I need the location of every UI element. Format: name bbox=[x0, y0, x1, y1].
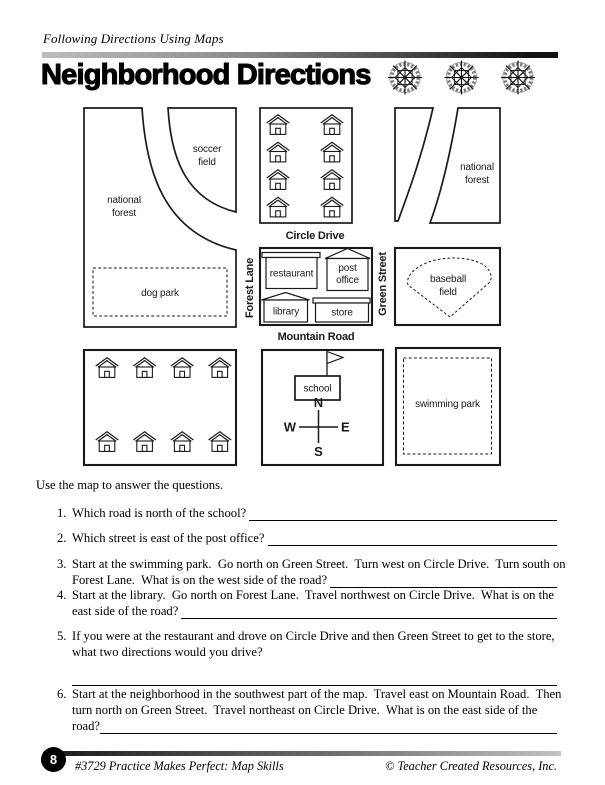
store-label: store bbox=[331, 308, 353, 319]
circle-drive-label: Circle Drive bbox=[286, 230, 345, 242]
map-block-soccer-field bbox=[167, 107, 237, 214]
svg-text:field: field bbox=[198, 157, 216, 168]
compass-rose-icon bbox=[499, 58, 537, 97]
post-office-label: post bbox=[338, 263, 357, 274]
question-number: 4. bbox=[57, 588, 67, 602]
question-5: 5. If you were at the restaurant and drov… bbox=[40, 628, 557, 687]
answer-blank-q3[interactable] bbox=[330, 573, 557, 589]
answer-blank-q4[interactable] bbox=[181, 604, 557, 620]
map-block-national-forest-east bbox=[428, 107, 501, 224]
question-number: 6. bbox=[57, 687, 67, 701]
soccer-field-label: soccer bbox=[193, 144, 222, 155]
question-3-line-1: 3. Start at the swimming park. Go north o… bbox=[40, 556, 566, 572]
svg-text:office: office bbox=[336, 275, 359, 286]
question-text: Start at the swimming park. Go north on … bbox=[72, 557, 566, 571]
green-street-label: Green Street bbox=[377, 252, 389, 316]
question-text: what two directions would you drive? bbox=[72, 645, 263, 660]
question-6: 6. Start at the neighborhood in the south… bbox=[40, 686, 561, 735]
restaurant-label: restaurant bbox=[270, 269, 314, 280]
post-office-building bbox=[326, 257, 369, 292]
answer-blank-q2[interactable] bbox=[267, 531, 557, 547]
restaurant-building bbox=[265, 256, 318, 290]
question-number: 1. bbox=[57, 506, 67, 520]
answer-blank-q6[interactable] bbox=[99, 719, 557, 735]
question-text: Start at the library. Go north on Forest… bbox=[72, 588, 554, 602]
school-building bbox=[294, 375, 341, 401]
footer-gradient-bar bbox=[56, 751, 561, 756]
baseball-field-area bbox=[407, 257, 492, 318]
question-4-line-1: 4. Start at the library. Go north on Fore… bbox=[40, 587, 557, 603]
question-text: east side of the road? bbox=[72, 604, 182, 619]
page-title: Neighborhood Directions bbox=[40, 58, 372, 91]
svg-text:forest: forest bbox=[112, 208, 136, 219]
question-text: road? bbox=[72, 719, 100, 734]
question-text: Forest Lane. What is on the west side of… bbox=[72, 573, 331, 588]
store-building bbox=[314, 302, 370, 323]
question-number: 5. bbox=[57, 629, 67, 643]
map-block-swimming-park bbox=[394, 346, 502, 467]
baseball-field-label: baseball bbox=[430, 274, 466, 285]
title-gradient-bar bbox=[42, 52, 558, 58]
page-number-badge: 8 bbox=[41, 747, 66, 772]
map-block-roadside-sliver bbox=[394, 107, 435, 222]
store-roof bbox=[312, 297, 371, 304]
svg-text:field: field bbox=[439, 287, 457, 298]
compass-w: W bbox=[284, 420, 297, 435]
answer-blank-q1[interactable] bbox=[249, 506, 557, 522]
compass-rose-icon bbox=[442, 58, 481, 97]
compass-cross-icon: N S W E bbox=[284, 395, 350, 459]
dog-park-label: dog park bbox=[141, 288, 180, 299]
national-forest-east-label: national bbox=[460, 162, 494, 173]
question-6-line-3: road? bbox=[72, 718, 557, 735]
svg-text:forest: forest bbox=[465, 175, 489, 186]
footer-book-title: #3729 Practice Makes Perfect: Map Skills bbox=[75, 759, 284, 773]
question-4: 4. Start at the library. Go north on Fore… bbox=[40, 587, 557, 620]
question-6-line-1: 6. Start at the neighborhood in the south… bbox=[40, 686, 561, 702]
library-building bbox=[263, 299, 309, 323]
question-1: 1. Which road is north of the school? bbox=[40, 505, 557, 522]
question-text: Which street is east of the post office? bbox=[72, 531, 268, 545]
question-3-line-2: Forest Lane. What is on the west side of… bbox=[72, 572, 557, 589]
forest-lane-label: Forest Lane bbox=[244, 258, 256, 318]
question-3: 3. Start at the swimming park. Go north o… bbox=[40, 556, 566, 589]
swimming-park-area bbox=[403, 357, 492, 455]
question-1-line-1: 1. Which road is north of the school? bbox=[40, 505, 557, 522]
school-label: school bbox=[303, 384, 331, 395]
question-text: Start at the neighborhood in the southwe… bbox=[72, 687, 562, 701]
question-5-line-1: 5. If you were at the restaurant and drov… bbox=[40, 628, 557, 644]
question-6-line-2: turn north on Green Street. Travel north… bbox=[72, 702, 557, 718]
compass-n: N bbox=[314, 395, 323, 410]
question-4-line-2: east side of the road? bbox=[72, 603, 557, 620]
question-text: If you were at the restaurant and drove … bbox=[72, 629, 555, 643]
compass-rose-icon bbox=[386, 58, 424, 97]
question-5-line-2: what two directions would you drive? bbox=[72, 644, 557, 660]
dog-park-area bbox=[92, 267, 228, 317]
question-2-line-1: 2. Which street is east of the post offic… bbox=[40, 530, 557, 547]
question-number: 2. bbox=[57, 531, 67, 545]
mountain-road-label: Mountain Road bbox=[278, 331, 355, 343]
restaurant-roof bbox=[261, 251, 321, 259]
swimming-park-label: swimming park bbox=[415, 399, 481, 410]
national-forest-west-label: national bbox=[107, 195, 141, 206]
map-block-school bbox=[260, 348, 385, 467]
footer-copyright: © Teacher Created Resources, Inc. bbox=[385, 759, 557, 773]
library-label: library bbox=[273, 307, 299, 318]
question-2: 2. Which street is east of the post offic… bbox=[40, 530, 557, 547]
flag-icon bbox=[326, 350, 345, 365]
compass-s: S bbox=[314, 444, 323, 459]
answer-blank-q5[interactable] bbox=[72, 670, 557, 687]
question-text: turn north on Green Street. Travel north… bbox=[72, 703, 538, 718]
map-block-baseball bbox=[393, 246, 502, 327]
map-block-national-forest-west bbox=[83, 107, 237, 328]
question-text: Which road is north of the school? bbox=[72, 506, 250, 520]
intro-text: Use the map to answer the questions. bbox=[36, 478, 224, 492]
compass-e: E bbox=[341, 420, 350, 435]
header-note: Following Directions Using Maps bbox=[43, 31, 224, 46]
question-number: 3. bbox=[57, 557, 67, 571]
